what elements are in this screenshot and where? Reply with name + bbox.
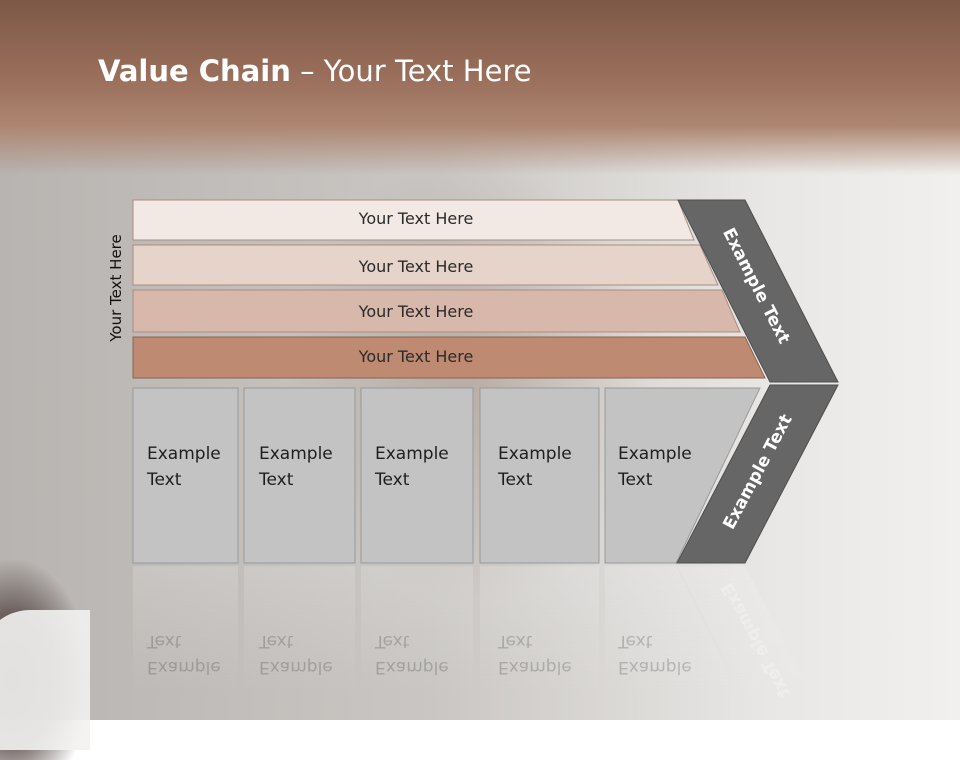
column-2-reflection-line2: Text: [259, 631, 294, 651]
column-2-reflection-line1: Example: [259, 657, 333, 677]
column-4-line1: Example: [498, 444, 572, 464]
support-bar-3-label: Your Text Here: [358, 302, 474, 321]
support-bar-1-label: Your Text Here: [358, 209, 474, 228]
column-3-line2: Text: [375, 470, 410, 490]
column-2-line2: Text: [259, 470, 294, 490]
column-1-reflection: Example Text: [147, 628, 221, 680]
column-3-reflection: Example Text: [375, 628, 449, 680]
value-chain-diagram: [132, 199, 839, 696]
margin-chevron-upper: [677, 199, 839, 383]
column-1-reflection-line1: Example: [147, 657, 221, 677]
title-bold: Value Chain: [98, 54, 291, 88]
primary-column-4: [479, 387, 600, 564]
column-1-reflection-line2: Text: [147, 631, 182, 651]
column-4-reflection-line1: Example: [498, 657, 572, 677]
primary-column-5: [604, 387, 761, 564]
title-band: [0, 0, 960, 175]
column-4-reflection-line2: Text: [498, 631, 533, 651]
column-5-reflection-line2: Text: [618, 631, 653, 651]
support-bar-2-label: Your Text Here: [358, 257, 474, 276]
primary-column-1: [132, 387, 239, 564]
column-3-line1: Example: [375, 444, 449, 464]
primary-column-3: [360, 387, 474, 564]
column-5-reflection: Example Text: [618, 628, 692, 680]
margin-chevron-lower: [676, 384, 839, 564]
support-bar-4-label: Your Text Here: [358, 347, 474, 366]
column-5-line2: Text: [618, 470, 653, 490]
column-5-line1: Example: [618, 444, 692, 464]
column-2-line1: Example: [259, 444, 333, 464]
diagram-reflection: [133, 566, 812, 696]
slide-title: Value Chain – Your Text Here: [98, 54, 532, 88]
column-4-reflection: Example Text: [498, 628, 572, 680]
column-2-reflection: Example Text: [259, 628, 333, 680]
support-bar-4: [132, 336, 766, 379]
column-3-reflection-line2: Text: [375, 631, 410, 651]
column-1-line1: Example: [147, 444, 221, 464]
column-4-line2: Text: [498, 470, 533, 490]
primary-column-2: [243, 387, 356, 564]
support-bar-3: [132, 289, 741, 333]
column-3-reflection-line1: Example: [375, 657, 449, 677]
column-5-reflection-line1: Example: [618, 657, 692, 677]
support-bar-1: [132, 199, 695, 241]
column-1-line2: Text: [147, 470, 182, 490]
support-bar-2: [132, 244, 719, 286]
title-rest: – Your Text Here: [290, 54, 532, 88]
